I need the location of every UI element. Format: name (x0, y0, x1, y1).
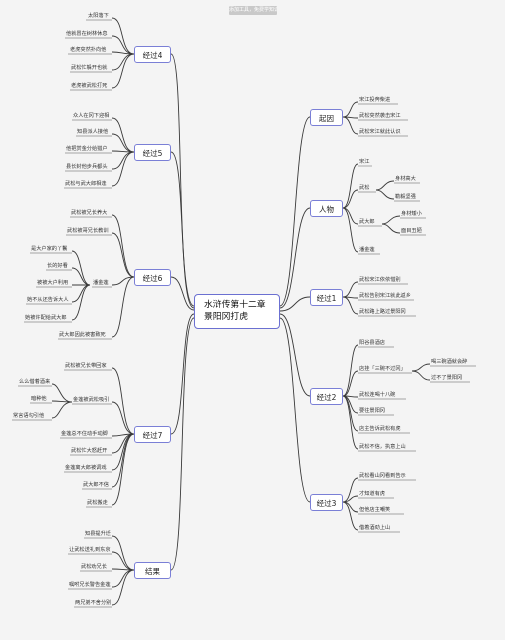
leaf-text[interactable]: 借着酒劲上山 (359, 525, 391, 531)
link-root-jieju (170, 317, 195, 571)
leaf-text[interactable]: 么么借着酒来 (19, 379, 51, 385)
branch-jingguo2[interactable]: 经过2 (310, 388, 343, 405)
leaf-text[interactable]: 但他店主嘲笑 (359, 507, 391, 513)
leaf-text[interactable]: 让武松送礼到东京 (69, 547, 111, 553)
link-root-qiyin (279, 116, 311, 307)
leaf-text[interactable]: 勒毅坚强 (395, 194, 416, 200)
leaf-wudalang[interactable]: 武大郎 (359, 219, 375, 225)
leaf-text[interactable]: 知县派人接他 (77, 129, 109, 135)
leaf-text[interactable]: 武松路上路过景阳冈 (359, 309, 406, 315)
leaf-text[interactable]: 太阳落下 (88, 13, 109, 19)
watermark: 添加工具，免费学知识的 (229, 6, 277, 15)
leaf-text[interactable]: 武松被兄长带回家 (65, 363, 107, 369)
leaf-text[interactable]: 众人在冈下迎相 (73, 113, 110, 119)
leaf-text[interactable]: 县长封他步兵都头 (66, 164, 108, 170)
branch-renwu[interactable]: 人物 (310, 200, 343, 217)
leaf-text[interactable]: 两兄弟不舍分别 (75, 600, 112, 606)
branch-jieju[interactable]: 结果 (134, 562, 171, 579)
leaf-text[interactable]: 嘱咐兄长警告金莲 (69, 582, 111, 588)
branch-qiyin[interactable]: 起因 (310, 109, 343, 126)
link-root-jingguo5 (170, 151, 195, 309)
leaf-text[interactable]: 武松宋江就此认识 (359, 129, 401, 135)
leaf-text[interactable]: 宋江 (359, 159, 370, 165)
leaf-text[interactable]: 武松连喝十八碗 (359, 392, 396, 398)
leaf-text[interactable]: 武松被兄长养大 (71, 210, 108, 216)
link-root-jingguo7 (170, 313, 195, 435)
leaf-jinlian[interactable]: 潘金莲 (93, 280, 109, 286)
leaf-text[interactable]: 过不了景阳冈 (431, 375, 463, 381)
branch-jingguo7[interactable]: 经过7 (134, 426, 171, 443)
leaf-text[interactable]: 武松与武大郎相逢 (65, 181, 107, 187)
leaf-text[interactable]: 武松劝兄长 (81, 564, 107, 570)
link-root-jingguo4 (170, 53, 195, 307)
root-topic[interactable]: 水浒传第十二章 景阳冈打虎 (194, 294, 280, 329)
leaf-text[interactable]: 武大郎因此被害致死 (59, 332, 106, 338)
branch-jingguo6[interactable]: 经过6 (134, 269, 171, 286)
branch-jingguo3[interactable]: 经过3 (310, 494, 343, 511)
leaf-text[interactable]: 武松宋江依依惜别 (359, 277, 401, 283)
leaf-text[interactable]: 老虎突然扑向他 (70, 47, 107, 53)
leaf-text[interactable]: 武松突然袭击宋江 (359, 113, 401, 119)
leaf-text[interactable]: 武松看山冈看到告示 (359, 473, 406, 479)
leaf-text[interactable]: 面目丑陋 (401, 228, 422, 234)
root-title-line1: 水浒传第十二章 (204, 300, 266, 310)
leaf-text[interactable]: 武松不信，执意上山 (359, 444, 406, 450)
leaf-text[interactable]: 他就冒在树林休息 (66, 31, 108, 37)
link-root-jingguo2 (279, 313, 311, 397)
leaf-text[interactable]: 身材矮小 (401, 211, 422, 217)
leaf-text[interactable]: 她不从还告诉大人 (27, 297, 69, 303)
link-root-jingguo3 (279, 317, 311, 503)
leaf-text[interactable]: 店挂「三碗不过冈」 (359, 366, 406, 372)
leaf-wusong[interactable]: 武松 (359, 185, 370, 191)
leaf-text[interactable]: 她被许配给武大郎 (25, 315, 67, 321)
leaf-text[interactable]: 宋江投奔柴进 (359, 97, 391, 103)
leaf-text[interactable]: 暗种他 (31, 396, 47, 402)
leaf-text[interactable]: 知县提升迁 (85, 531, 111, 537)
link-root-renwu (279, 207, 311, 309)
leaf-text[interactable]: 才知道有虎 (359, 491, 385, 497)
leaf-text[interactable]: 武松搬走 (87, 500, 108, 506)
leaf-text[interactable]: 他把赏金分给猎户 (66, 146, 108, 152)
branch-jingguo4[interactable]: 经过4 (134, 46, 171, 63)
leaf-text[interactable]: 长的好看 (47, 263, 68, 269)
leaf-text[interactable]: 常言语勾引他 (13, 413, 45, 419)
leaf-text[interactable]: 是大户家的丫鬟 (31, 246, 68, 252)
leaf-text[interactable]: 武松忙大怒赶开 (71, 448, 108, 454)
link-root-jingguo6 (170, 276, 195, 311)
root-title-line2: 景阳冈打虎 (204, 312, 248, 322)
leaf-text[interactable]: 潘金莲 (359, 247, 375, 253)
leaf-text[interactable]: 店主告诉武松有虎 (359, 426, 401, 432)
leaf-text[interactable]: 武松告别宋江就此返乡 (359, 293, 411, 299)
leaf-text[interactable]: 被被大户利用 (37, 280, 69, 286)
branch-jingguo5[interactable]: 经过5 (134, 144, 171, 161)
leaf-text[interactable]: 阳谷县酒店 (359, 340, 385, 346)
leaf-text[interactable]: 武松被哥兄长教训 (67, 228, 109, 234)
leaf-text[interactable]: 金莲离大郎被调戏 (65, 465, 107, 471)
leaf-text[interactable]: 武大郎不信 (83, 482, 109, 488)
link-root-jingguo1 (279, 296, 311, 312)
leaf-text[interactable]: 身材高大 (395, 176, 416, 182)
leaf-text[interactable]: 要往景阳冈 (359, 408, 385, 414)
leaf-text[interactable]: 喝三碗酒就会醉 (431, 359, 468, 365)
leaf-text[interactable]: 老虎被武松打死 (71, 83, 108, 89)
branch-jingguo1[interactable]: 经过1 (310, 289, 343, 306)
leaf-text[interactable]: 金莲总不住动手动脚 (61, 431, 108, 437)
leaf-text[interactable]: 武松忙躲开也就 (71, 65, 108, 71)
leaf-text[interactable]: 金莲被武松吸引 (73, 397, 110, 403)
